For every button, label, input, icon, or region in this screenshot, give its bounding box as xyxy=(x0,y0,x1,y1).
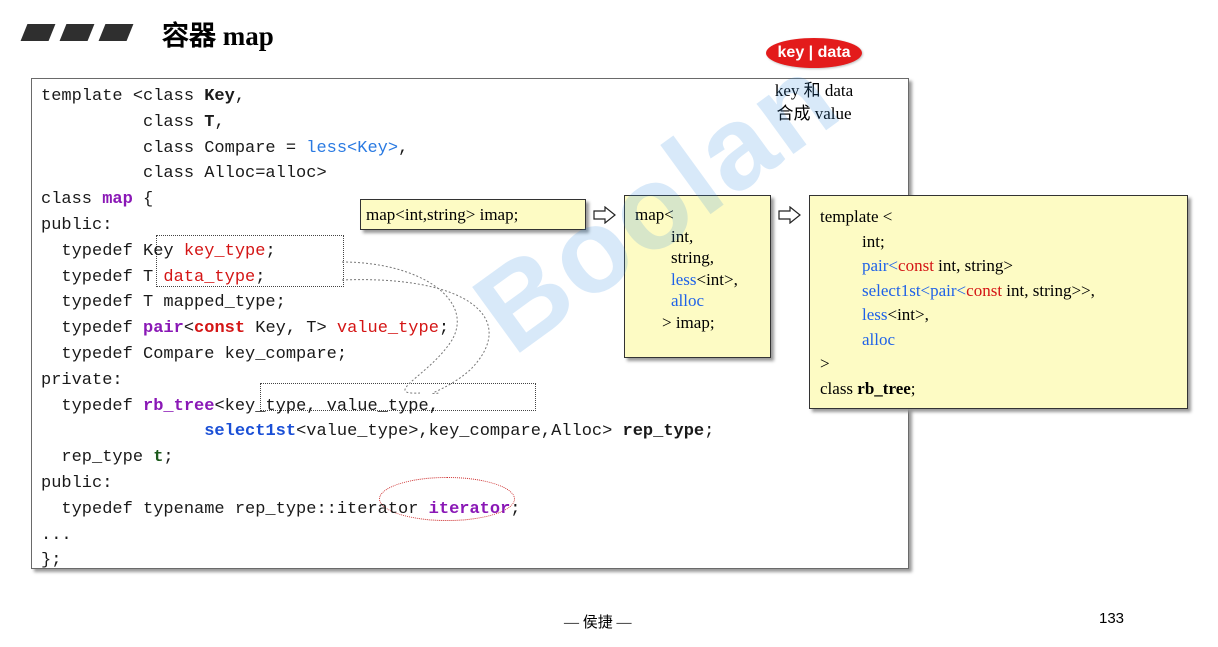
code-line: }; xyxy=(41,551,62,571)
code-listing: template <class Key, class T, class Comp… xyxy=(41,84,714,574)
iterator-highlight-ellipse xyxy=(379,477,515,521)
callout-line: map< xyxy=(635,205,674,224)
code-line: private: xyxy=(41,370,123,390)
code-line: typedef typename rep_type::iterator iter… xyxy=(41,499,521,519)
callout-line: alloc xyxy=(862,329,896,349)
callout-line: template < xyxy=(820,207,893,226)
code-line: ... xyxy=(41,525,72,545)
rb-tree-params-highlight-box xyxy=(260,383,536,411)
footer-author: — 侯捷 — xyxy=(564,615,632,631)
code-line: public: xyxy=(41,473,113,493)
arrow-right-icon xyxy=(593,206,616,224)
code-line: typedef T mapped_type; xyxy=(41,293,286,313)
rb-tree-instantiation-callout: template < int; pair<const int, string> … xyxy=(809,195,1188,409)
code-line: rep_type t; xyxy=(41,448,174,468)
code-line: typedef T data_type; xyxy=(41,267,266,287)
page-number: 133 xyxy=(1099,610,1125,627)
callout-line: class rb_tree; xyxy=(820,378,916,398)
callout-line: > imap; xyxy=(662,312,715,332)
code-line: typedef rb_tree<key_type, value_type, xyxy=(41,396,439,416)
callout-line: int, xyxy=(671,226,694,246)
code-line: typedef Compare key_compare; xyxy=(41,344,348,364)
code-line: class Compare = less<Key>, xyxy=(41,138,409,158)
code-line: class T, xyxy=(41,112,225,132)
arrow-right-icon xyxy=(778,206,801,224)
callout-line: less<int>, xyxy=(862,305,929,324)
code-line: typedef Key key_type; xyxy=(41,241,276,261)
code-line: class Alloc=alloc> xyxy=(41,164,327,184)
code-line: select1st<value_type>,key_compare,Alloc>… xyxy=(204,422,715,442)
note-line: 合成 value xyxy=(776,104,852,123)
typedef-highlight-box xyxy=(156,235,344,287)
code-line: typedef pair<const Key, T> value_type; xyxy=(41,319,450,339)
code-line: public: xyxy=(41,215,113,235)
map-declaration-callout: map<int,string> imap; xyxy=(360,199,586,230)
callout-text: map<int,string> imap; xyxy=(366,204,519,224)
key-data-badge: key | data xyxy=(766,38,862,68)
callout-line: string, xyxy=(671,248,714,267)
callout-line: select1st<pair<const int, string>>, xyxy=(862,280,1095,300)
callout-line: int; xyxy=(862,231,885,251)
map-instantiation-callout: map< int, string, less<int>, alloc > ima… xyxy=(624,195,771,358)
page-title: 容器 map xyxy=(162,21,274,51)
connector-line xyxy=(341,261,458,394)
callout-line: pair<const int, string> xyxy=(862,256,1013,275)
code-line: template <class Key, xyxy=(41,87,246,106)
note-line: key 和 data xyxy=(774,81,854,100)
callout-line: alloc xyxy=(671,291,705,310)
callout-line: less<int>, xyxy=(671,269,738,289)
connector-line xyxy=(341,279,490,394)
callout-line: > xyxy=(820,354,830,373)
key-data-note: key 和 data 合成 value xyxy=(748,79,880,125)
code-line: class map { xyxy=(41,190,154,210)
